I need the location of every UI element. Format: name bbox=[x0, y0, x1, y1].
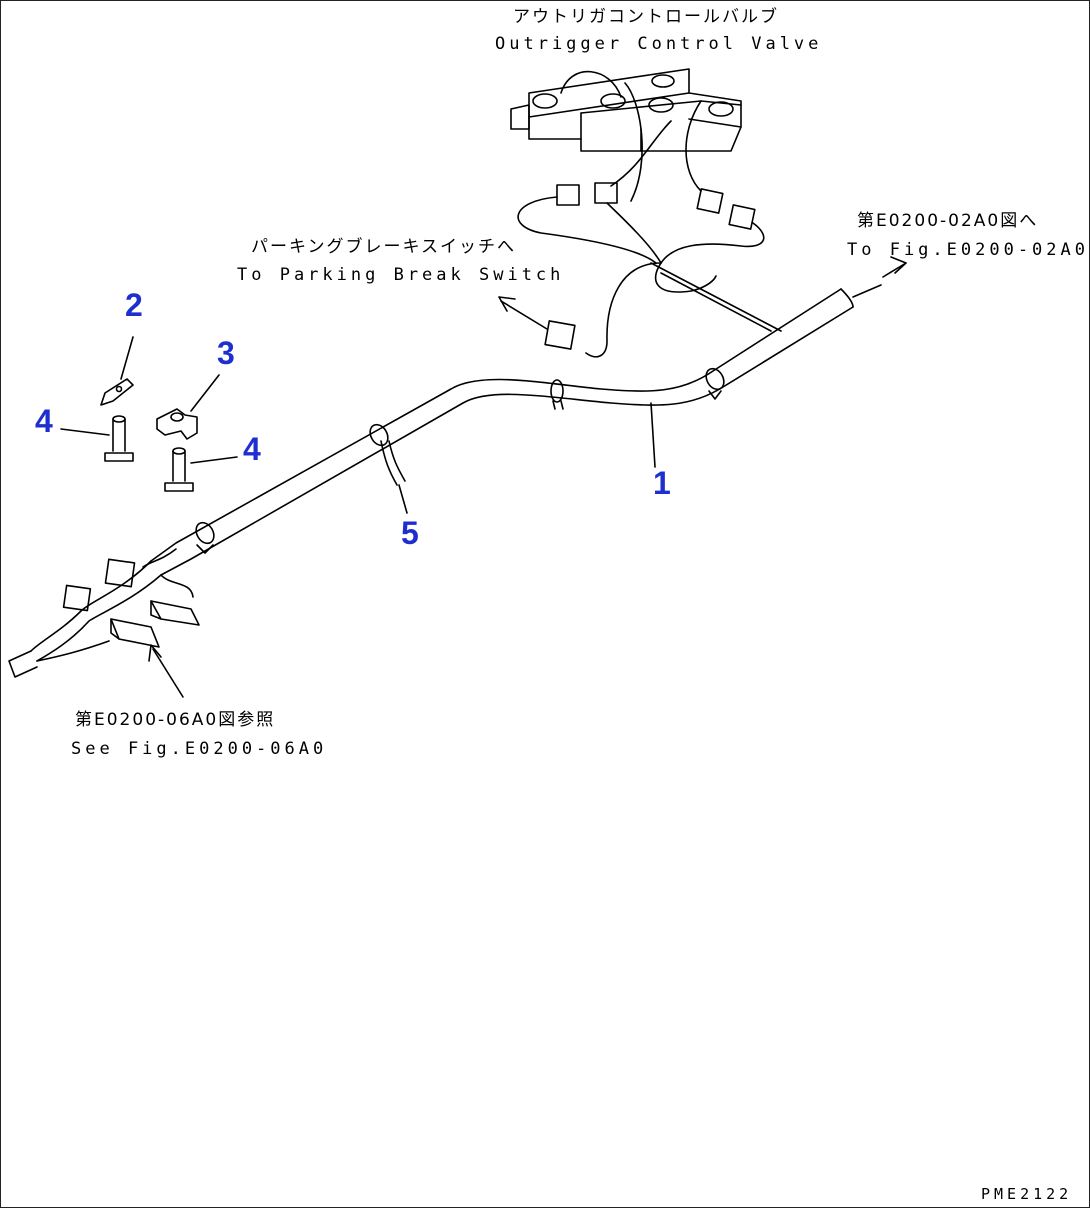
outrigger-valve-illustration bbox=[510, 68, 782, 358]
parking-switch-label-jp: パーキングブレーキスイッチへ bbox=[251, 237, 516, 257]
small-parts bbox=[100, 378, 198, 492]
main-harness bbox=[8, 288, 854, 678]
outrigger-valve-label-jp: アウトリガコントロールバルブ bbox=[513, 7, 779, 27]
callout-1: 1 bbox=[653, 465, 671, 501]
callout-4-right: 4 bbox=[243, 431, 261, 467]
fig-02a0-label-jp: 第E0200-02A0図へ bbox=[857, 211, 1039, 231]
fig-06a0-label-en: See Fig.E0200-06A0 bbox=[71, 739, 328, 759]
callout-2: 2 bbox=[125, 287, 143, 323]
callout-4-left: 4 bbox=[35, 403, 53, 439]
callout-5: 5 bbox=[401, 515, 419, 551]
parking-switch-label-en: To Parking Break Switch bbox=[237, 265, 565, 285]
fig-02a0-label-en: To Fig.E0200-02A0 bbox=[847, 240, 1089, 260]
drawing-code: PME2122 bbox=[981, 1185, 1073, 1203]
outrigger-valve-label-en: Outrigger Control Valve bbox=[495, 34, 823, 54]
fig-06a0-label-jp: 第E0200-06A0図参照 bbox=[75, 710, 276, 730]
leader-lines bbox=[60, 256, 907, 698]
callout-3: 3 bbox=[217, 335, 235, 371]
